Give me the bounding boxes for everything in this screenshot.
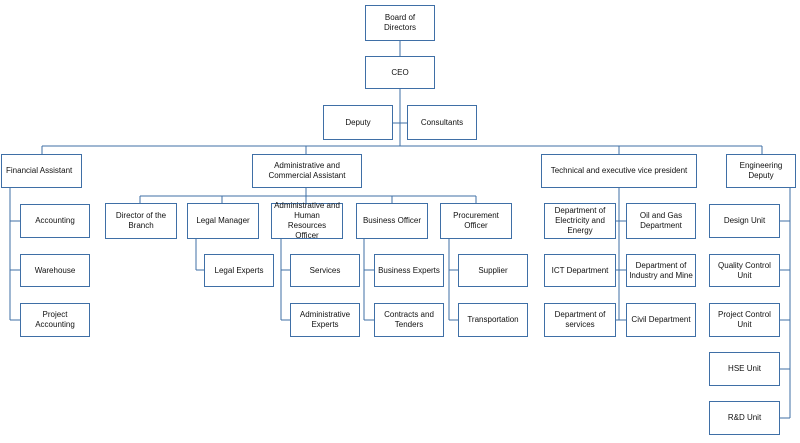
oil-gas-department-box: Oil and Gas Department <box>626 203 696 239</box>
contracts-tenders-box: Contracts and Tenders <box>374 303 444 337</box>
business-officer-box: Business Officer <box>356 203 428 239</box>
quality-control-unit-box: Quality Control Unit <box>709 254 780 287</box>
project-accounting-box: Project Accounting <box>20 303 90 337</box>
procurement-officer-box: Procurement Officer <box>440 203 512 239</box>
dept-services-box: Department of services <box>544 303 616 337</box>
deputy-box: Deputy <box>323 105 393 140</box>
hse-unit-box: HSE Unit <box>709 352 780 386</box>
accounting-box: Accounting <box>20 204 90 238</box>
services-box: Services <box>290 254 360 287</box>
board-of-directors-box: Board of Directors <box>365 5 435 41</box>
consultants-box: Consultants <box>407 105 477 140</box>
administrative-experts-box: Administrative Experts <box>290 303 360 337</box>
director-of-branch-box: Director of the Branch <box>105 203 177 239</box>
supplier-box: Supplier <box>458 254 528 287</box>
engineering-deputy-box: Engineering Deputy <box>726 154 796 188</box>
legal-experts-box: Legal Experts <box>204 254 274 287</box>
transportation-box: Transportation <box>458 303 528 337</box>
administrative-commercial-assistant-box: Administrative and Commercial Assistant <box>252 154 362 188</box>
project-control-unit-box: Project Control Unit <box>709 303 780 337</box>
rd-unit-box: R&D Unit <box>709 401 780 435</box>
civil-department-box: Civil Department <box>626 303 696 337</box>
hr-officer-box: Administrative and Human Resources Offic… <box>271 201 343 240</box>
ceo-box: CEO <box>365 56 435 89</box>
dept-electricity-energy-box: Department of Electricity and Energy <box>544 203 616 239</box>
design-unit-box: Design Unit <box>709 204 780 238</box>
ict-department-box: ICT Department <box>544 254 616 287</box>
business-experts-box: Business Experts <box>374 254 444 287</box>
technical-vice-president-box: Technical and executive vice president <box>541 154 697 188</box>
warehouse-box: Warehouse <box>20 254 90 287</box>
financial-assistant-box: Financial Assistant <box>1 154 82 188</box>
legal-manager-box: Legal Manager <box>187 203 259 239</box>
dept-industry-mine-box: Department of Industry and Mine <box>626 254 696 287</box>
